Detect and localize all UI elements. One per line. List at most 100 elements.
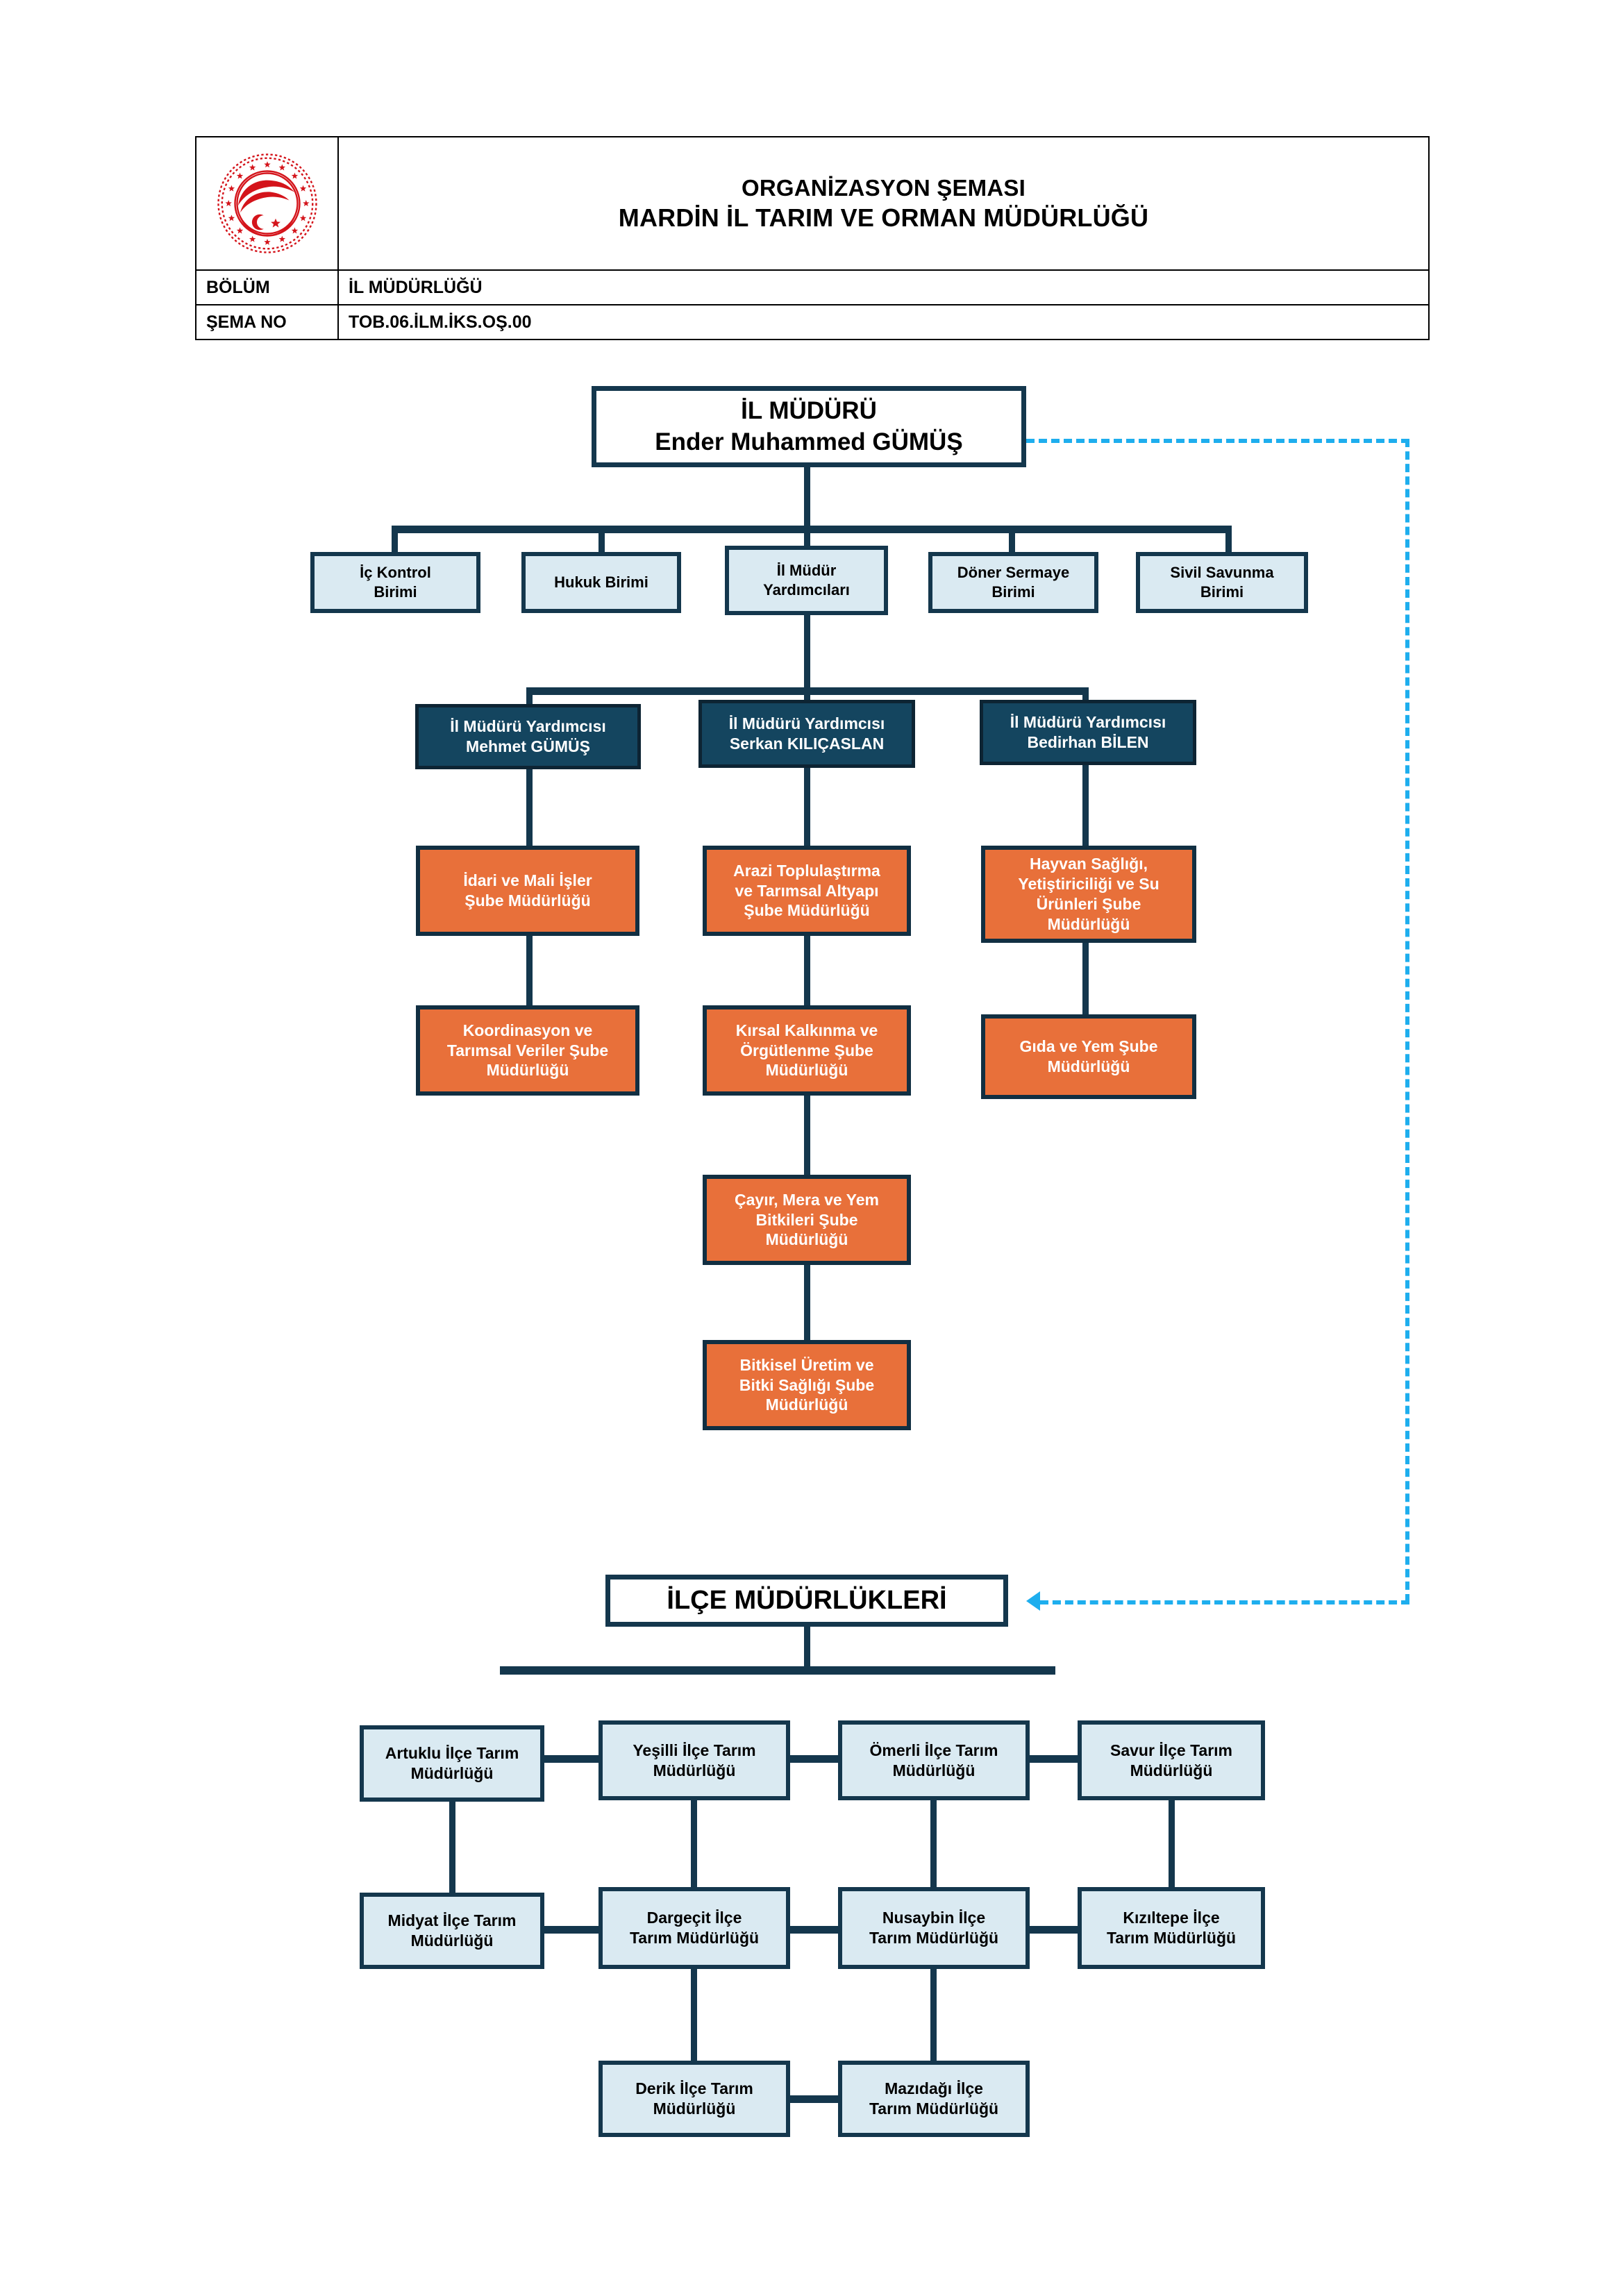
connector-r1-drop-3 bbox=[1169, 1799, 1175, 1895]
connector-r2-link-0 bbox=[542, 1926, 603, 1934]
node-unit-doner-sermaye: Döner Sermaye Birimi bbox=[928, 552, 1098, 613]
connector-r1-drop-0 bbox=[449, 1800, 455, 1895]
connector-col1-chain-a bbox=[526, 769, 533, 847]
connector-col2-chain-d bbox=[804, 1258, 810, 1341]
dept-c3-0-label: Hayvan Sağlığı, Yetiştiriciliği ve Su Ür… bbox=[1018, 855, 1160, 933]
node-dept-bitkisel-uretim: Bitkisel Üretim ve Bitki Sağlığı Şube Mü… bbox=[703, 1340, 911, 1430]
document-title-cell: ORGANİZASYON ŞEMASI MARDİN İL TARIM VE O… bbox=[339, 137, 1428, 269]
district-r1-1-label: Yeşilli İlçe Tarım Müdürlüğü bbox=[633, 1741, 756, 1779]
deputy-2-name: Bedirhan BİLEN bbox=[1027, 733, 1149, 751]
deputy-0-name: Mehmet GÜMÜŞ bbox=[466, 737, 590, 755]
node-dept-koordinasyon-tarimsal-veriler: Koordinasyon ve Tarımsal Veriler Şube Mü… bbox=[416, 1005, 639, 1096]
connector-unit-drop-4 bbox=[1225, 526, 1232, 555]
connector-col1-chain-b bbox=[526, 929, 533, 1007]
district-r2-2-label: Nusaybin İlçe Tarım Müdürlüğü bbox=[869, 1909, 999, 1947]
header-top-row: ORGANİZASYON ŞEMASI MARDİN İL TARIM VE O… bbox=[196, 137, 1428, 269]
connector-deputy-drop-0 bbox=[526, 687, 533, 708]
ministry-seal-cell bbox=[196, 137, 339, 269]
dept-c1-0-label: İdari ve Mali İşler Şube Müdürlüğü bbox=[463, 871, 592, 910]
node-dept-idari-mali-isler: İdari ve Mali İşler Şube Müdürlüğü bbox=[416, 846, 639, 936]
node-district-nusaybin: Nusaybin İlçe Tarım Müdürlüğü bbox=[838, 1887, 1030, 1969]
meta-label-bolum: BÖLÜM bbox=[196, 271, 339, 304]
meta-value-sema-no: TOB.06.İLM.İKS.OŞ.00 bbox=[349, 312, 532, 332]
dashed-link-bottom bbox=[1040, 1600, 1409, 1604]
connector-r1-link-0 bbox=[542, 1755, 603, 1763]
connector-deputies-drop bbox=[804, 615, 810, 692]
deputy-0-title: İl Müdürü Yardımcısı bbox=[450, 717, 606, 736]
dept-c1-1-label: Koordinasyon ve Tarımsal Veriler Şube Mü… bbox=[446, 1021, 609, 1080]
deputy-1-title: İl Müdürü Yardımcısı bbox=[728, 714, 885, 733]
connector-unit-drop-3 bbox=[1009, 526, 1015, 555]
connector-col2-chain-c bbox=[804, 1093, 810, 1176]
district-r1-0-label: Artuklu İlçe Tarım Müdürlüğü bbox=[385, 1744, 519, 1782]
connector-ilce-drop bbox=[804, 1627, 810, 1671]
node-dept-cayir-mera-yem: Çayır, Mera ve Yem Bitkileri Şube Müdürl… bbox=[703, 1175, 911, 1265]
connector-r2-link-1 bbox=[786, 1926, 842, 1934]
node-dept-hayvan-sagligi: Hayvan Sağlığı, Yetiştiriciliği ve Su Ür… bbox=[981, 846, 1196, 943]
unit-2-line1: İl Müdür bbox=[776, 562, 837, 580]
unit-4-line2: Birimi bbox=[1200, 583, 1244, 601]
unit-0-line1: İç Kontrol bbox=[360, 564, 431, 582]
connector-col3-chain-b bbox=[1082, 936, 1089, 1016]
node-deputy-bedirhan-bilen: İl Müdürü Yardımcısı Bedirhan BİLEN bbox=[980, 700, 1196, 765]
district-r2-1-label: Dargeçit İlçe Tarım Müdürlüğü bbox=[629, 1909, 760, 1947]
meta-label-sema-no: ŞEMA NO bbox=[196, 305, 339, 339]
node-district-savur: Savur İlçe Tarım Müdürlüğü bbox=[1078, 1720, 1265, 1800]
document-title-line-2: MARDİN İL TARIM VE ORMAN MÜDÜRLÜĞÜ bbox=[618, 203, 1149, 233]
connector-r2-drop-1 bbox=[930, 1968, 937, 2063]
document-title-line-1: ORGANİZASYON ŞEMASI bbox=[741, 174, 1026, 201]
il-muduru-title: İL MÜDÜRÜ bbox=[741, 397, 877, 425]
dept-c2-2-label: Çayır, Mera ve Yem Bitkileri Şube Müdürl… bbox=[735, 1190, 879, 1249]
il-muduru-name: Ender Muhammed GÜMÜŞ bbox=[655, 428, 963, 455]
district-r3-1-label: Mazıdağı İlçe Tarım Müdürlüğü bbox=[869, 2079, 999, 2118]
node-district-derik: Derik İlçe Tarım Müdürlüğü bbox=[598, 2061, 790, 2137]
connector-r2-link-2 bbox=[1026, 1926, 1081, 1934]
node-unit-sivil-savunma: Sivil Savunma Birimi bbox=[1136, 552, 1308, 613]
unit-0-line2: Birimi bbox=[374, 583, 417, 601]
connector-director-drop bbox=[804, 467, 810, 530]
dashed-link-arrowhead-icon bbox=[1026, 1591, 1040, 1611]
node-district-omerli: Ömerli İlçe Tarım Müdürlüğü bbox=[838, 1720, 1030, 1800]
deputy-1-name: Serkan KILIÇASLAN bbox=[729, 735, 885, 753]
node-unit-il-mudur-yardimcilari: İl Müdür Yardımcıları bbox=[725, 546, 888, 615]
connector-unit-drop-1 bbox=[598, 526, 605, 555]
node-dept-gida-yem: Gıda ve Yem Şube Müdürlüğü bbox=[981, 1014, 1196, 1099]
district-r1-2-label: Ömerli İlçe Tarım Müdürlüğü bbox=[869, 1741, 998, 1779]
node-il-muduru: İL MÜDÜRÜ Ender Muhammed GÜMÜŞ bbox=[592, 386, 1026, 467]
connector-unit-drop-0 bbox=[392, 526, 398, 555]
connector-r3-link-0 bbox=[786, 2095, 842, 2103]
district-r2-3-label: Kızıltepe İlçe Tarım Müdürlüğü bbox=[1106, 1909, 1237, 1947]
node-district-mazidagi: Mazıdağı İlçe Tarım Müdürlüğü bbox=[838, 2061, 1030, 2137]
node-district-kiziltepe: Kızıltepe İlçe Tarım Müdürlüğü bbox=[1078, 1887, 1265, 1969]
node-district-artuklu: Artuklu İlçe Tarım Müdürlüğü bbox=[360, 1725, 544, 1802]
dept-c2-3-label: Bitkisel Üretim ve Bitki Sağlığı Şube Mü… bbox=[739, 1355, 875, 1414]
node-district-midyat: Midyat İlçe Tarım Müdürlüğü bbox=[360, 1893, 544, 1969]
header-meta-row-sema-no: ŞEMA NO TOB.06.İLM.İKS.OŞ.00 bbox=[196, 304, 1428, 339]
connector-r1-drop-1 bbox=[691, 1799, 697, 1895]
dept-c3-1-label: Gıda ve Yem Şube Müdürlüğü bbox=[1019, 1037, 1158, 1075]
node-district-yesilli: Yeşilli İlçe Tarım Müdürlüğü bbox=[598, 1720, 790, 1800]
dept-c2-1-label: Kırsal Kalkınma ve Örgütlenme Şube Müdür… bbox=[735, 1021, 878, 1080]
district-r2-0-label: Midyat İlçe Tarım Müdürlüğü bbox=[387, 1911, 517, 1950]
dashed-link-top bbox=[1026, 439, 1409, 443]
dashed-link-vertical bbox=[1405, 439, 1409, 1602]
node-district-dargecit: Dargeçit İlçe Tarım Müdürlüğü bbox=[598, 1887, 790, 1969]
node-deputy-mehmet-gumus: İl Müdürü Yardımcısı Mehmet GÜMÜŞ bbox=[415, 704, 641, 769]
meta-value-bolum: İL MÜDÜRLÜĞÜ bbox=[349, 277, 483, 297]
deputy-2-title: İl Müdürü Yardımcısı bbox=[1010, 713, 1166, 732]
ministry-seal-icon bbox=[217, 153, 317, 253]
connector-unit-drop-2 bbox=[804, 526, 810, 555]
ilce-mudurlukleri-label: İLÇE MÜDÜRLÜKLERİ bbox=[667, 1585, 947, 1615]
connector-deputy-drop-1 bbox=[804, 687, 810, 708]
node-deputy-serkan-kilicaslan: İl Müdürü Yardımcısı Serkan KILIÇASLAN bbox=[698, 700, 915, 768]
header-meta-row-bolum: BÖLÜM İL MÜDÜRLÜĞÜ bbox=[196, 269, 1428, 304]
connector-col2-chain-a bbox=[804, 768, 810, 847]
connector-ilce-bus bbox=[500, 1666, 1055, 1675]
connector-col2-chain-b bbox=[804, 929, 810, 1007]
unit-2-line2: Yardımcıları bbox=[763, 581, 850, 598]
connector-r1-link-2 bbox=[1026, 1755, 1081, 1763]
unit-4-line1: Sivil Savunma bbox=[1170, 564, 1274, 582]
document-header-table: ORGANİZASYON ŞEMASI MARDİN İL TARIM VE O… bbox=[195, 136, 1430, 340]
node-dept-kirsal-kalkinma: Kırsal Kalkınma ve Örgütlenme Şube Müdür… bbox=[703, 1005, 911, 1096]
node-unit-ic-kontrol: İç Kontrol Birimi bbox=[310, 552, 480, 613]
